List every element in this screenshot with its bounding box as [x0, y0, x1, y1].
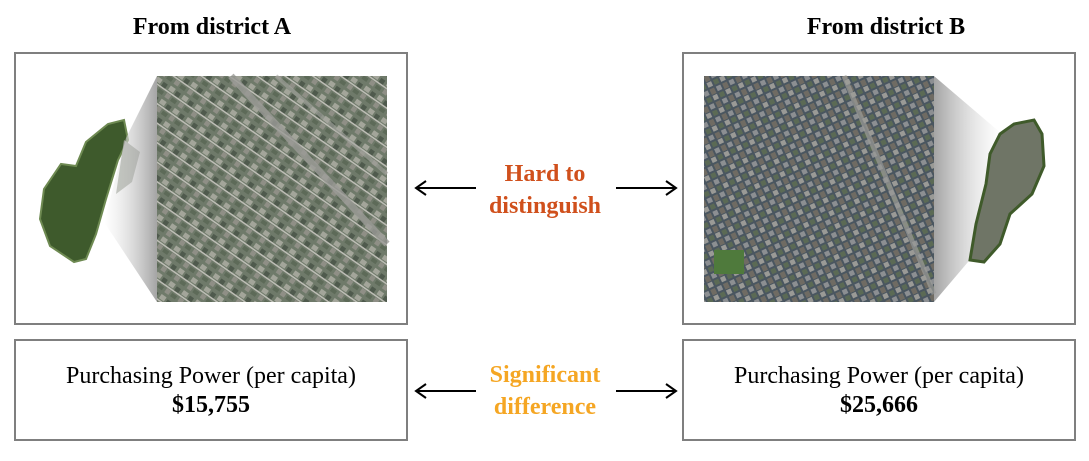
hard-to-distinguish-line2: distinguish — [488, 193, 602, 219]
district-a-title: From district A — [132, 14, 292, 40]
district-a-metric-panel: Purchasing Power (per capita) $15,755 — [14, 339, 408, 441]
district-a-metric-value: $15,755 — [172, 392, 250, 418]
district-b-metric-panel: Purchasing Power (per capita) $25,666 — [682, 339, 1076, 441]
district-b-shape — [968, 118, 1046, 264]
right-arrow-bottom — [614, 381, 680, 401]
hard-to-distinguish-line1: Hard to — [504, 161, 586, 187]
right-arrow-top — [614, 178, 680, 198]
district-a-image-panel — [14, 52, 408, 325]
left-arrow-bottom — [412, 381, 478, 401]
district-b-title: From district B — [806, 14, 966, 40]
district-a-imagery — [38, 73, 390, 302]
district-b-imagery — [704, 75, 1046, 302]
left-arrow-top — [412, 178, 478, 198]
district-b-metric-label: Purchasing Power (per capita) — [734, 363, 1024, 389]
district-a-metric-label: Purchasing Power (per capita) — [66, 363, 356, 389]
district-b-image-panel — [682, 52, 1076, 325]
hard-to-distinguish-label: Hard to distinguish — [470, 158, 620, 222]
significant-difference-line2: difference — [493, 394, 597, 420]
significant-difference-line1: Significant — [489, 362, 601, 388]
significant-difference-label: Significant difference — [470, 359, 620, 423]
district-a-shape — [38, 118, 130, 264]
district-b-metric-value: $25,666 — [840, 392, 918, 418]
